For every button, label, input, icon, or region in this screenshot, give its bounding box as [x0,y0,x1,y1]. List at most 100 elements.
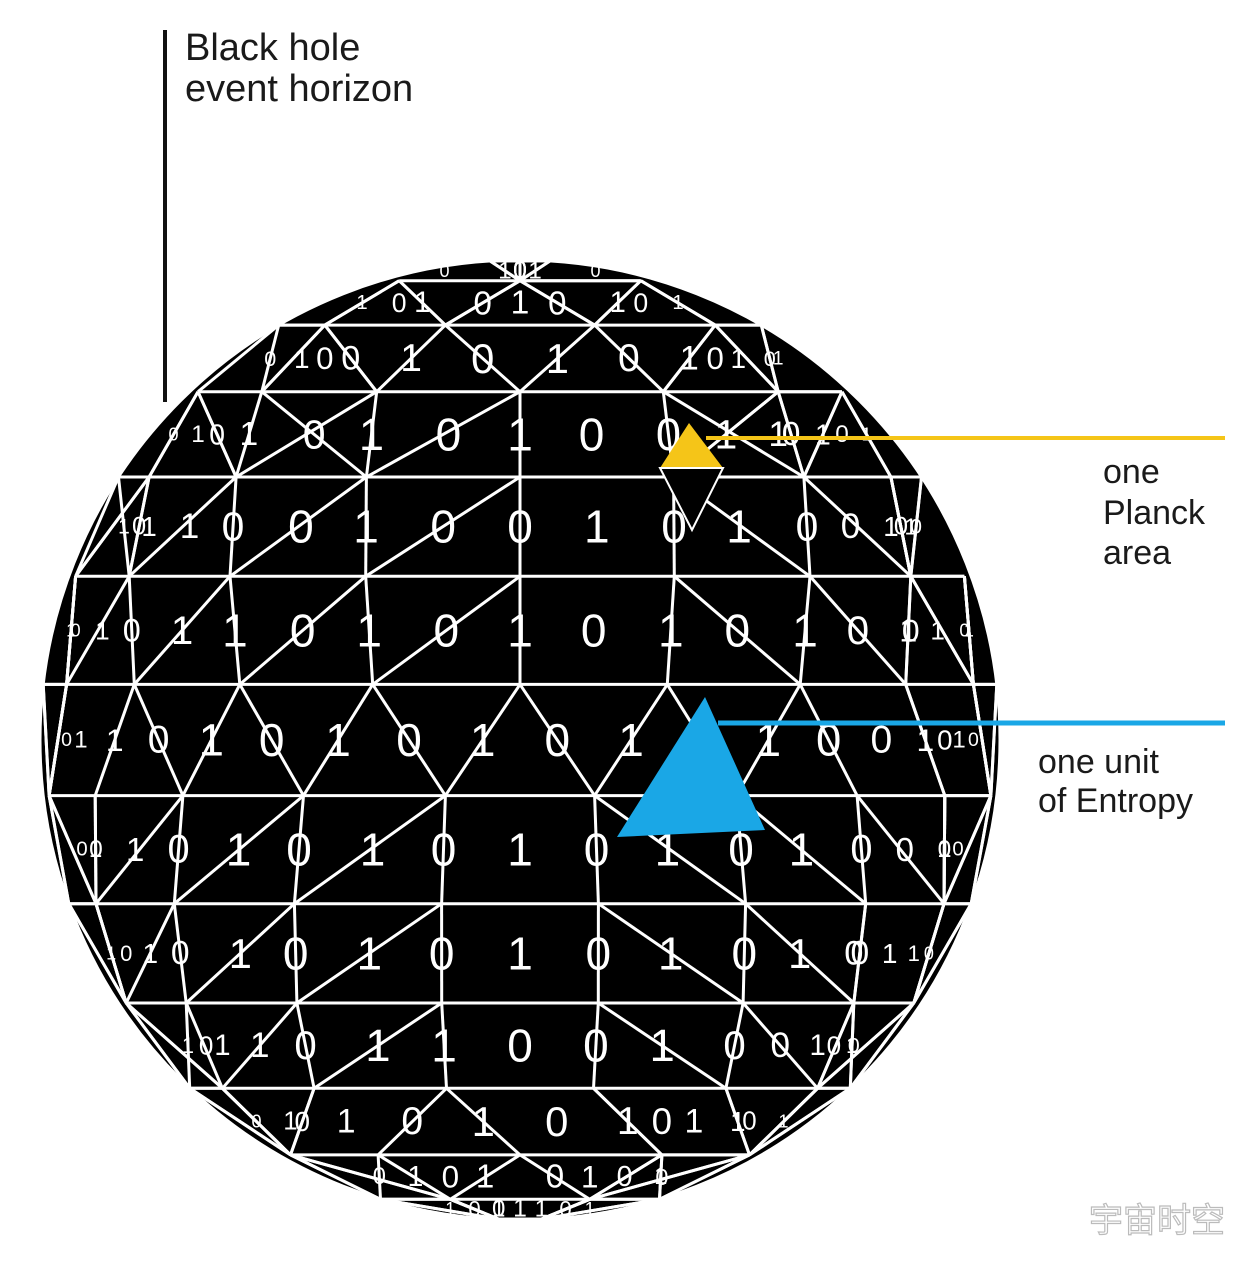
bit-label: 0 [507,501,533,553]
bit-label: 0 [847,608,869,653]
grid-edge [741,903,748,1004]
bit-label: 0 [71,620,81,640]
bit-label: 0 [850,828,872,872]
bit-label: 0 [474,284,492,321]
grid-edge [802,475,912,578]
bit-label: 1 [930,615,945,645]
grid-edge [759,324,780,393]
bit-label: 0 [938,836,952,863]
planck-label-line-3: area [1103,534,1171,572]
bit-label: 0 [732,927,758,979]
bit-label: 0 [618,337,640,380]
bit-label: 0 [590,261,600,281]
grid-edge [541,1197,660,1220]
bit-label: 0 [771,1026,791,1065]
grid-edge [293,794,447,905]
bit-label: 0 [652,1101,672,1142]
bit-label: 1 [106,943,116,963]
grid-edge [440,795,447,904]
grid-edge [124,903,176,1004]
bit-label: 1 [511,284,530,321]
bit-label: 0 [871,719,893,762]
bit-label: 0 [283,927,309,979]
bit-label: 0 [471,335,494,382]
bit-label: 0 [513,257,527,284]
bit-label: 1 [778,1112,788,1132]
bit-label: 1 [507,604,533,656]
grid-edge [125,1001,224,1090]
grid-edge [181,683,242,797]
bit-label: 1 [240,416,259,453]
grid-edge [852,903,868,1004]
bit-label: 1 [400,337,422,380]
bit-label: 1 [365,1020,390,1071]
bit-label: 1 [445,1199,455,1219]
grid-edge [518,683,596,797]
grid-edge [741,1002,819,1090]
grid-edge [196,391,238,478]
grid-edge [238,683,305,797]
grid-edge [197,323,280,393]
grid-edge [942,795,947,904]
grid-edge [184,1002,224,1089]
grid-edge [640,279,716,327]
bit-label: 1 [815,418,831,450]
grid-edge [74,476,151,578]
grid-edge [748,1087,819,1156]
bit-label: 1 [658,604,684,656]
grid-edge [592,1087,663,1156]
bit-label: 1 [916,722,934,758]
grid-edge [519,279,596,327]
bit-label: 1 [672,292,683,314]
grid-edge [808,575,907,686]
grid-edge [364,475,521,578]
sphere-outline [38,258,1002,1222]
bit-label: 1 [353,501,379,553]
bit-label: 0 [952,839,963,861]
bit-label: 0 [439,261,449,281]
bit-label: 0 [264,346,276,371]
bit-label: 0 [841,507,861,546]
grid-edge [445,1087,522,1157]
bit-label: 0 [303,411,326,457]
bit-label: 0 [764,346,776,371]
grid-edge [662,390,805,479]
grid-edge [449,1153,521,1201]
bit-label: 0 [848,1034,860,1058]
bit-label: 1 [649,1020,674,1071]
bit-label: 1 [788,930,811,977]
bit-label: 1 [658,927,684,979]
bit-label: 1 [360,824,386,876]
grid-edge [519,260,551,282]
grid-edge [173,794,305,905]
bit-label: 1 [789,824,815,876]
bit-label: 1 [89,836,103,863]
grid-edge [380,1197,499,1220]
grid-edge [904,576,913,685]
bit-label: 0 [548,284,566,321]
grid-edge [41,684,51,796]
grid-edge [93,795,98,904]
bit-label: 0 [707,341,724,376]
bit-label: 0 [148,719,170,762]
grid-edge [444,279,521,327]
bit-label: 0 [286,824,312,876]
grid-edge [228,476,238,577]
bit-label: 0 [89,836,103,863]
bit-label: 0 [586,927,612,979]
grid-edge [989,684,999,796]
bit-label: 0 [120,941,132,966]
grid-edge [904,683,947,797]
grid-edge [133,575,232,686]
grid-edge [375,324,447,393]
bit-label: 0 [894,513,908,541]
grid-edge [588,1153,663,1201]
bit-label: 0 [583,1020,609,1072]
grid-edge [909,476,923,577]
bit-label: 1 [431,1020,457,1072]
black-hole-sphere [40,260,1000,1220]
bit-label: 1 [356,604,382,656]
bit-label: 0 [579,408,605,460]
bit-label: 0 [123,612,141,648]
